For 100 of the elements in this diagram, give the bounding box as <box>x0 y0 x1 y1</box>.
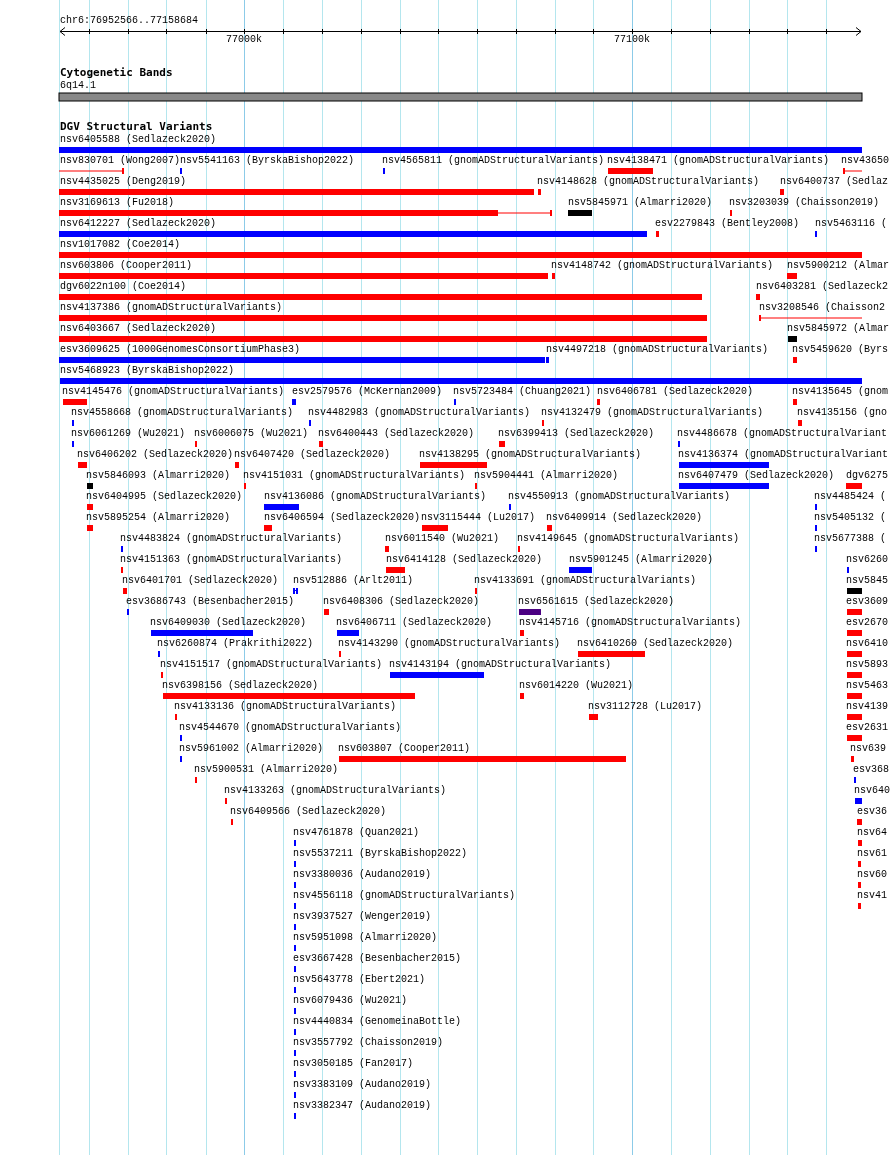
variant-label: nsv5845971 (Almarri2020) <box>568 197 713 209</box>
variant-label: nsv3383109 (Audano2019) <box>293 1079 432 1091</box>
variant-label: nsv5900212 (Almar <box>787 260 890 272</box>
variant-label: nsv5463116 ( <box>815 218 887 230</box>
variant-label: nsv4485424 ( <box>814 491 886 503</box>
variant-label: nsv6409030 (Sedlazeck2020) <box>150 617 307 629</box>
variant-label: nsv6403667 (Sedlazeck2020) <box>60 323 217 335</box>
variant-label: nsv6414128 (Sedlazeck2020) <box>386 554 543 566</box>
variant-label: nsv4435025 (Deng2019) <box>60 176 187 188</box>
variant-label: nsv3937527 (Wenger2019) <box>293 911 432 923</box>
variant-label: nsv6061269 (Wu2021) <box>71 428 186 440</box>
variant-label: nsv5846093 (Almarri2020) <box>86 470 231 482</box>
variant-label: nsv5961002 (Almarri2020) <box>179 743 324 755</box>
variant-label: nsv4135645 (gnom <box>792 386 888 398</box>
axis-tick-label: 77100k <box>614 34 650 46</box>
variant-label: esv3667428 (Besenbacher2015) <box>293 953 462 965</box>
variant-label: nsv5405132 ( <box>814 512 886 524</box>
variant-label: nsv6260 <box>846 554 888 566</box>
variant-label: nsv5463 <box>846 680 888 692</box>
variant-label: nsv6404995 (Sedlazeck2020) <box>86 491 243 503</box>
variant-label: nsv6079436 (Wu2021) <box>293 995 408 1007</box>
variant-label: nsv603806 (Cooper2011) <box>60 260 193 272</box>
variant-label: nsv6405588 (Sedlazeck2020) <box>60 134 217 146</box>
variant-label: nsv4133263 (gnomADStructuralVariants) <box>224 785 447 797</box>
variant-label: nsv4137386 (gnomADStructuralVariants) <box>60 302 283 314</box>
variant-label: nsv4151517 (gnomADStructuralVariants) <box>160 659 383 671</box>
variant-label: nsv4544670 (gnomADStructuralVariants) <box>179 722 402 734</box>
variant-label: nsv5643778 (Ebert2021) <box>293 974 426 986</box>
variant-label: nsv64 <box>857 827 887 839</box>
variant-label: nsv60 <box>857 869 887 881</box>
variant-label: nsv603807 (Cooper2011) <box>338 743 471 755</box>
variant-label: esv2631 <box>846 722 888 734</box>
variant-label: nsv6410 <box>846 638 888 650</box>
variant-label: nsv4136374 (gnomADStructuralVariant <box>678 449 889 461</box>
variant-label: nsv6408306 (Sedlazeck2020) <box>323 596 480 608</box>
variant-label: nsv4486678 (gnomADStructuralVariant <box>677 428 888 440</box>
variant-label: nsv6406594 (Sedlazeck2020) <box>264 512 421 524</box>
variant-label: nsv3112728 (Lu2017) <box>588 701 703 713</box>
variant-label: nsv4133136 (gnomADStructuralVariants) <box>174 701 397 713</box>
variant-label: esv368 <box>853 764 889 776</box>
variant-label: nsv5845972 (Almar <box>787 323 890 335</box>
variant-label: nsv4148628 (gnomADStructuralVariants) <box>537 176 760 188</box>
variant-label: nsv4138295 (gnomADStructuralVariants) <box>419 449 642 461</box>
band-label: 6q14.1 <box>60 80 96 92</box>
variant-label: nsv6011540 (Wu2021) <box>385 533 500 545</box>
variant-label: nsv6409914 (Sedlazeck2020) <box>546 512 703 524</box>
variant-label: nsv3380036 (Audano2019) <box>293 869 432 881</box>
variant-label: nsv4761878 (Quan2021) <box>293 827 420 839</box>
variant-label: nsv5459620 (Byrs <box>792 344 888 356</box>
variant-label: nsv6406202 (Sedlazeck2020) <box>77 449 234 461</box>
variant-label: nsv5901245 (Almarri2020) <box>569 554 714 566</box>
track-title: DGV Structural Variants <box>60 121 213 133</box>
variant-label: nsv5723484 (Chuang2021) <box>453 386 592 398</box>
variant-label: nsv4145476 (gnomADStructuralVariants) <box>62 386 285 398</box>
track-title: Cytogenetic Bands <box>60 67 173 79</box>
variant-label: nsv4483824 (gnomADStructuralVariants) <box>120 533 343 545</box>
variant-label: nsv6400737 (Sedlaz <box>780 176 889 188</box>
variant-label: nsv4143290 (gnomADStructuralVariants) <box>338 638 561 650</box>
variant-label: nsv4497218 (gnomADStructuralVariants) <box>546 344 769 356</box>
variant-label: nsv3050185 (Fan2017) <box>293 1058 414 1070</box>
variant-label: nsv6401701 (Sedlazeck2020) <box>122 575 279 587</box>
variant-label: nsv1017082 (Coe2014) <box>60 239 181 251</box>
variant-label: nsv6014220 (Wu2021) <box>519 680 634 692</box>
variant-label: nsv4145716 (gnomADStructuralVariants) <box>519 617 742 629</box>
variant-label: esv3609 <box>846 596 888 608</box>
variant-label: nsv6409566 (Sedlazeck2020) <box>230 806 387 818</box>
variant-label: nsv6406781 (Sedlazeck2020) <box>597 386 754 398</box>
variant-label: nsv5468923 (ByrskaBishop2022) <box>60 365 235 377</box>
variant-label: nsv3208546 (Chaisson2 <box>759 302 886 314</box>
variant-label: nsv4148742 (gnomADStructuralVariants) <box>551 260 774 272</box>
variant-label: nsv5904441 (Almarri2020) <box>474 470 619 482</box>
variant-label: nsv4565811 (gnomADStructuralVariants) <box>382 155 605 167</box>
variant-label: nsv61 <box>857 848 887 860</box>
variant-label: esv2579576 (McKernan2009) <box>292 386 443 398</box>
variant-label: nsv4556118 (gnomADStructuralVariants) <box>293 890 516 902</box>
variant-label: nsv639 <box>850 743 886 755</box>
variant-label: nsv4151363 (gnomADStructuralVariants) <box>120 554 343 566</box>
variant-label: nsv4138471 (gnomADStructuralVariants) <box>607 155 830 167</box>
variant-label: nsv6410260 (Sedlazeck2020) <box>577 638 734 650</box>
variant-label: nsv5900531 (Almarri2020) <box>194 764 339 776</box>
variant-label: nsv4550913 (gnomADStructuralVariants) <box>508 491 731 503</box>
axis-tick-label: 77000k <box>226 34 262 46</box>
variant-label: nsv3169613 (Fu2018) <box>60 197 175 209</box>
variant-label: esv3686743 (Besenbacher2015) <box>126 596 295 608</box>
variant-label: nsv5951098 (Almarri2020) <box>293 932 438 944</box>
variant-label: nsv6407420 (Sedlazeck2020) <box>234 449 391 461</box>
variant-label: nsv4143194 (gnomADStructuralVariants) <box>389 659 612 671</box>
variant-label: nsv4132479 (gnomADStructuralVariants) <box>541 407 764 419</box>
variant-label: nsv6412227 (Sedlazeck2020) <box>60 218 217 230</box>
variant-label: nsv3203039 (Chaisson2019) <box>729 197 880 209</box>
variant-label: nsv6403281 (Sedlazeck2 <box>756 281 889 293</box>
variant-label: nsv3557792 (Chaisson2019) <box>293 1037 444 1049</box>
variant-label: nsv6406711 (Sedlazeck2020) <box>336 617 493 629</box>
variant-label: nsv6399413 (Sedlazeck2020) <box>498 428 655 440</box>
variant-label: nsv5893 <box>846 659 888 671</box>
variant-label: nsv6006075 (Wu2021) <box>194 428 309 440</box>
variant-label: nsv830701 (Wong2007) <box>60 155 181 167</box>
variant-label: esv3609625 (1000GenomesConsortiumPhase3) <box>60 344 301 356</box>
variant-label: nsv5541163 (ByrskaBishop2022) <box>180 155 355 167</box>
variant-label: dgv6275 <box>846 470 888 482</box>
